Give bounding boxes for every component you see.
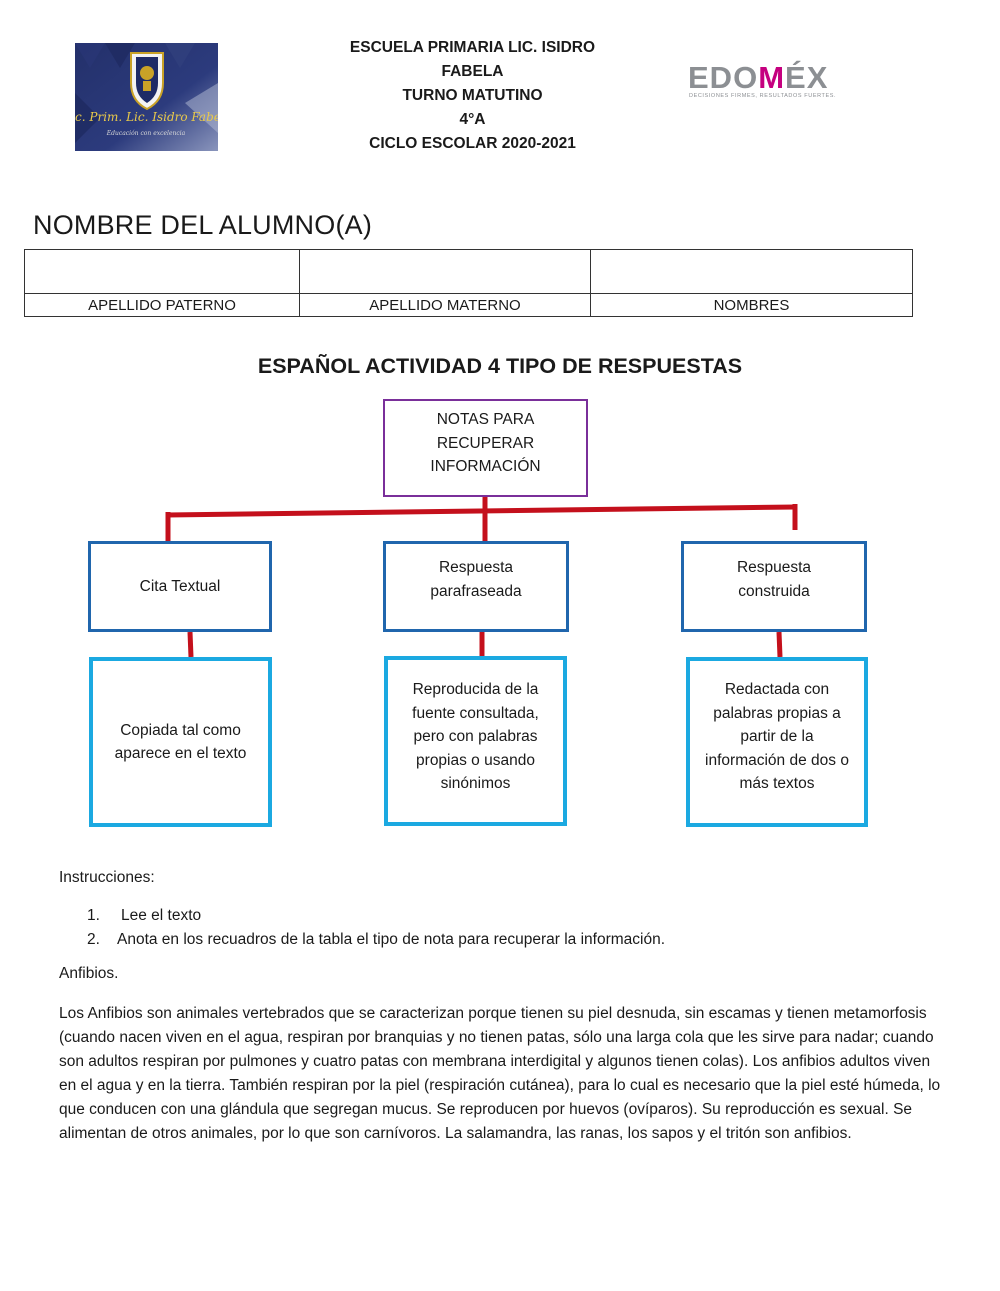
list-item: 1. Lee el texto — [87, 904, 665, 928]
school-grade: 4°A — [459, 111, 486, 128]
school-header: ESCUELA PRIMARIA LIC. ISIDRO FABELA TURN… — [320, 36, 625, 156]
svg-text:Educación con excelencia: Educación con excelencia — [106, 130, 186, 137]
type-box-cita-textual: Cita Textual — [88, 541, 272, 632]
type-label: Respuesta parafraseada — [430, 559, 522, 600]
type-label: Cita Textual — [139, 577, 221, 595]
detail-connector-1 — [187, 631, 194, 658]
type-box-respuesta-parafraseada: Respuesta parafraseada — [383, 541, 569, 632]
apellido-paterno-field[interactable] — [24, 249, 300, 294]
edomex-wordmark: EDOMÉX — [688, 60, 829, 95]
type-box-respuesta-construida: Respuesta construida — [681, 541, 867, 632]
apellido-materno-field[interactable] — [299, 249, 591, 294]
diagram-connectors — [165, 497, 798, 658]
student-name-label: NOMBRE DEL ALUMNO(A) — [33, 210, 373, 240]
school-name-line1: ESCUELA PRIMARIA LIC. ISIDRO — [349, 39, 596, 56]
list-item-number: 1. — [87, 907, 100, 924]
svg-text:Esc. Prim. Lic. Isidro Fabela: Esc. Prim. Lic. Isidro Fabela — [75, 110, 218, 124]
instructions-list: 1. Lee el texto 2. Anota en los recuadro… — [87, 904, 665, 952]
school-year: CICLO ESCOLAR 2020-2021 — [369, 135, 576, 152]
detail-connector-3 — [776, 631, 783, 658]
diagram-root-box: NOTAS PARA RECUPERAR INFORMACIÓN — [383, 399, 588, 497]
description-box-respuesta-parafraseada: Reproducida de la fuente consultada, per… — [384, 656, 567, 826]
nombres-field[interactable] — [590, 249, 913, 294]
type-label: Respuesta construida — [736, 559, 812, 600]
diagram-root-label: NOTAS PARA RECUPERAR INFORMACIÓN — [430, 411, 541, 475]
activity-title: ESPAÑOL ACTIVIDAD 4 TIPO DE RESPUESTAS — [257, 354, 743, 378]
description-box-respuesta-construida: Redactada con palabras propias a partir … — [686, 657, 868, 827]
school-shift: TURNO MATUTINO — [402, 87, 543, 104]
list-item-text: Lee el texto — [121, 907, 202, 924]
description-text: Reproducida de la fuente consultada, per… — [412, 681, 539, 792]
nombres-label: NOMBRES — [590, 293, 913, 317]
list-item: 2. Anota en los recuadros de la tabla el… — [87, 928, 665, 952]
horizontal-connector — [166, 504, 797, 518]
school-logo: Esc. Prim. Lic. Isidro Fabela Educación … — [75, 43, 218, 151]
description-box-cita-textual: Copiada tal como aparece en el texto — [89, 657, 272, 827]
list-item-text: Anota en los recuadros de la tabla el ti… — [117, 931, 666, 948]
student-name-table: APELLIDO PATERNO APELLIDO MATERNO NOMBRE… — [24, 249, 913, 317]
apellido-paterno-label: APELLIDO PATERNO — [24, 293, 300, 317]
edomex-tagline: DECISIONES FIRMES, RESULTADOS FUERTES. — [689, 93, 837, 99]
edomex-logo: EDOMÉX DECISIONES FIRMES, RESULTADOS FUE… — [688, 60, 883, 102]
apellido-materno-label: APELLIDO MATERNO — [299, 293, 591, 317]
description-text: Copiada tal como aparece en el texto — [114, 721, 247, 763]
reading-title: Anfibios. — [59, 965, 119, 982]
list-item-number: 2. — [87, 931, 100, 948]
description-text: Redactada con palabras propias a partir … — [705, 681, 849, 792]
school-logo-image: Esc. Prim. Lic. Isidro Fabela Educación … — [75, 43, 218, 151]
school-name-line2: FABELA — [441, 63, 504, 80]
instructions-label: Instrucciones: — [59, 869, 155, 886]
reading-paragraph: Los Anfibios son animales vertebrados qu… — [59, 1005, 941, 1142]
